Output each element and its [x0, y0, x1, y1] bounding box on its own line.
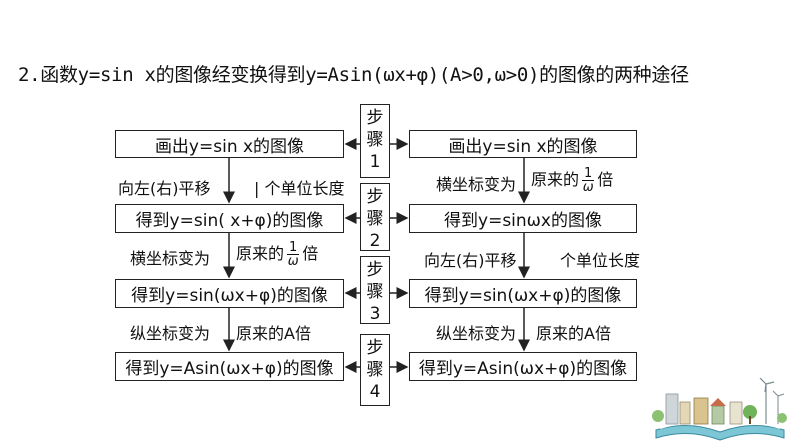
left-label-shift: 向左(右)平移 [118, 179, 211, 198]
left-ratio-suffix: 倍 [302, 244, 319, 263]
right-label-vertical: 纵坐标变为 [436, 324, 517, 343]
left-label-shift-unit: | 个单位长度 [254, 179, 345, 198]
step-box-3: 步 骤 3 [360, 256, 390, 324]
right-label-shift: 向左(右)平移 [424, 251, 517, 270]
step-box-4: 步 骤 4 [360, 334, 390, 406]
step-char: 骤 [366, 130, 384, 150]
step-char: 步 [366, 260, 384, 280]
left-fraction-den: ω [287, 254, 299, 269]
step-number: 1 [369, 152, 381, 172]
right-label-vertical-ratio: 原来的A倍 [536, 324, 611, 343]
right-label-shift-unit: 个单位长度 [560, 251, 641, 270]
right-label-horizontal: 横坐标变为 [436, 175, 517, 194]
right-fraction-num: 1 [582, 166, 595, 181]
step-char: 骤 [366, 209, 384, 229]
step-number: 4 [369, 382, 381, 402]
left-box-3: 得到y=sin(ωx+φ)的图像 [115, 279, 344, 308]
left-ratio-prefix: 原来的 [236, 244, 285, 263]
left-label-vertical-ratio: 原来的A倍 [236, 324, 311, 343]
left-box-4: 得到y=Asin(ωx+φ)的图像 [115, 352, 344, 381]
step-char: 步 [366, 338, 384, 358]
right-box-1: 画出y=sin x的图像 [409, 130, 637, 158]
step-char: 步 [366, 187, 384, 207]
step-box-2: 步 骤 2 [360, 183, 390, 251]
step-char: 步 [366, 108, 384, 128]
right-ratio-suffix: 倍 [597, 170, 614, 189]
step-char: 骤 [366, 282, 384, 302]
right-ratio-prefix: 原来的 [531, 170, 580, 189]
step-number: 2 [369, 231, 381, 251]
page-title: 2.函数y=sin x的图像经变换得到y=Asin(ωx+φ)(A>0,ω>0)… [18, 64, 689, 86]
right-box-3: 得到y=sin(ωx+φ)的图像 [409, 279, 637, 308]
step-char: 骤 [366, 360, 384, 380]
left-label-shift-unit-text: 个单位长度 [264, 179, 345, 198]
right-fraction-den: ω [582, 180, 594, 195]
step-number: 3 [369, 304, 381, 324]
left-fraction-num: 1 [287, 240, 300, 255]
left-label-horizontal: 横坐标变为 [130, 249, 211, 268]
step-box-1: 步 骤 1 [360, 104, 390, 178]
book-city-illustration [652, 377, 787, 441]
left-label-vertical: 纵坐标变为 [130, 324, 211, 343]
right-box-2: 得到y=sinωx的图像 [409, 204, 637, 233]
right-box-4: 得到y=Asin(ωx+φ)的图像 [409, 352, 637, 381]
left-box-1: 画出y=sin x的图像 [115, 130, 344, 158]
left-box-2: 得到y=sin( x+φ)的图像 [115, 204, 344, 233]
